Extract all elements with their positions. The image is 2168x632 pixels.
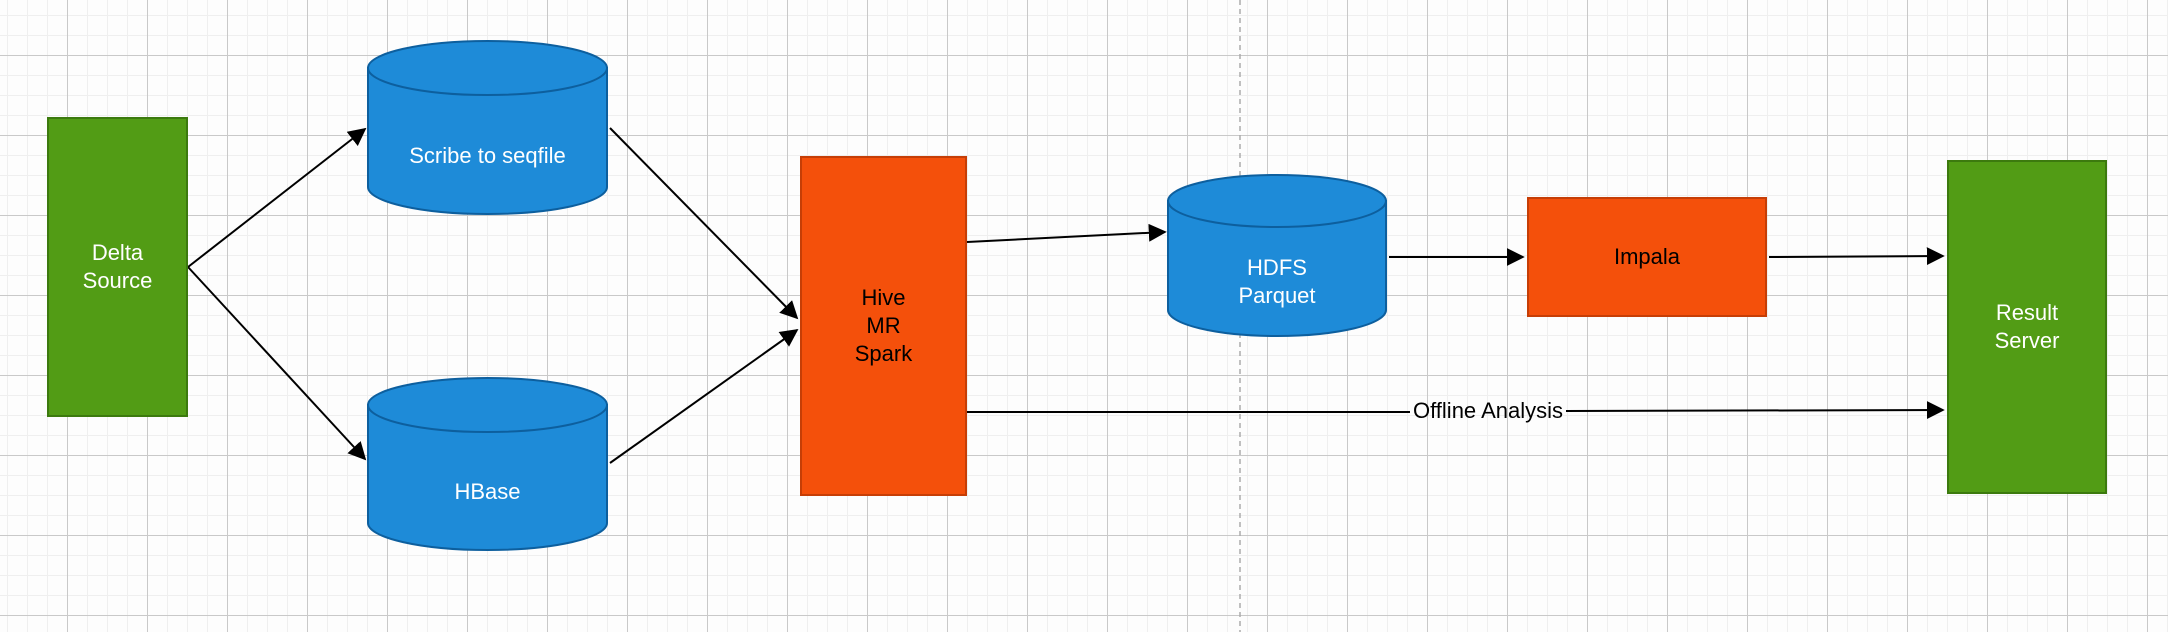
hive-line3: Spark bbox=[854, 341, 913, 366]
hive-mr-spark-label: Hive MR Spark bbox=[802, 158, 965, 494]
database-cylinder-shape bbox=[367, 40, 608, 215]
delta-source-node: Delta Source bbox=[47, 117, 188, 417]
arrow-hbase-to-hive bbox=[609, 328, 799, 464]
database-cylinder-shape bbox=[367, 377, 608, 551]
arrow-hive-to-hdfs bbox=[966, 223, 1167, 243]
impala-label: Impala bbox=[1529, 199, 1765, 315]
arrow-delta-to-scribe bbox=[187, 127, 367, 268]
result-server-line1: Result bbox=[1995, 300, 2059, 325]
hbase-line1: HBase bbox=[454, 479, 521, 504]
impala-node: Impala bbox=[1527, 197, 1767, 317]
delta-source-label: Delta Source bbox=[49, 119, 186, 415]
hdfs-parquet-label: HDFS Parquet bbox=[1167, 174, 1387, 337]
scribe-to-seqfile-node: Scribe to seqfile bbox=[367, 39, 608, 216]
scribe-to-seqfile-label: Scribe to seqfile bbox=[367, 39, 608, 216]
delta-source-line2: Source bbox=[82, 268, 153, 293]
impala-line1: Impala bbox=[1613, 244, 1681, 269]
result-server-line2: Server bbox=[1994, 328, 2060, 353]
hive-line2: MR bbox=[866, 313, 901, 338]
hive-line1: Hive bbox=[861, 285, 906, 310]
hbase-node: HBase bbox=[367, 376, 608, 552]
offline-analysis-label: Offline Analysis bbox=[1412, 398, 1563, 423]
arrow-impala-to-result bbox=[1768, 247, 1945, 266]
delta-source-line1: Delta bbox=[91, 240, 144, 265]
arrow-scribe-to-hive bbox=[609, 127, 799, 320]
database-cylinder-shape bbox=[1167, 174, 1387, 337]
arrow-delta-to-hbase bbox=[187, 266, 367, 461]
hdfs-line1: HDFS bbox=[1247, 254, 1307, 280]
result-server-node: Result Server bbox=[1947, 160, 2107, 494]
hdfs-parquet-node: HDFS Parquet bbox=[1167, 174, 1387, 337]
hdfs-line2: Parquet bbox=[1238, 282, 1316, 308]
hive-mr-spark-node: Hive MR Spark bbox=[800, 156, 967, 496]
scribe-line1: Scribe to seqfile bbox=[409, 142, 566, 168]
offline-analysis-line-right bbox=[1565, 401, 1945, 420]
hbase-label: HBase bbox=[367, 376, 608, 552]
result-server-label: Result Server bbox=[1949, 162, 2105, 492]
